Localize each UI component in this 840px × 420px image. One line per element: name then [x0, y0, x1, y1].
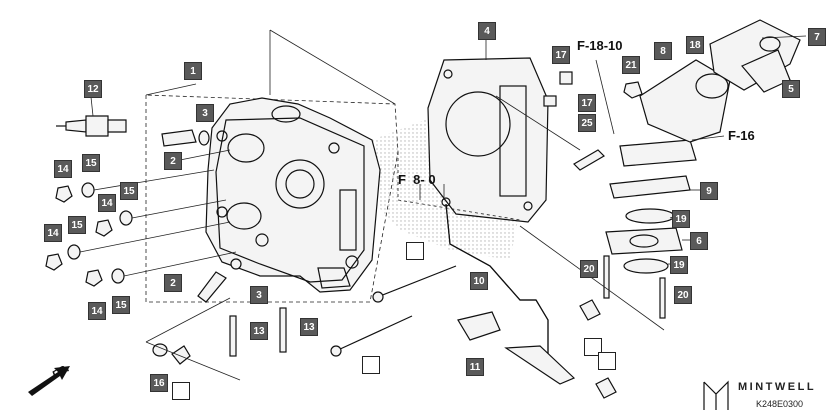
brand-logo [703, 380, 729, 410]
callout-6: 6 [690, 232, 708, 250]
callout-3: 3 [250, 286, 268, 304]
callout-21: 21 [622, 56, 640, 74]
callout-14: 14 [88, 302, 106, 320]
callout-15: 15 [120, 182, 138, 200]
empty-label-box [598, 352, 616, 370]
callout-18: 18 [686, 36, 704, 54]
empty-label-box [172, 382, 190, 400]
callout-17: 17 [552, 46, 570, 64]
callout-7: 7 [808, 28, 826, 46]
washer-16 [152, 343, 168, 357]
callout-2: 2 [164, 274, 182, 292]
bolt-lower-right [595, 377, 617, 399]
empty-label-box [584, 338, 602, 356]
cap-nuts [45, 185, 113, 287]
callout-10: 10 [470, 272, 488, 290]
callout-11: 11 [466, 358, 484, 376]
empty-label-box [406, 242, 424, 260]
empty-label-box [362, 356, 380, 374]
callout-8: 8 [654, 42, 672, 60]
callout-5: 5 [782, 80, 800, 98]
long-bolts [330, 265, 457, 357]
callout-4: 4 [478, 22, 496, 40]
dowel-pin-lower [197, 271, 227, 303]
collar-17-lower [543, 95, 557, 107]
brand-name: MINTWELL [738, 381, 817, 393]
nut-21 [623, 81, 643, 99]
group-frame [145, 94, 399, 303]
callout-20: 20 [674, 286, 692, 304]
callout-2: 2 [164, 152, 182, 170]
stud-13-right [279, 307, 287, 353]
callout-19: 19 [670, 256, 688, 274]
callout-15: 15 [68, 216, 86, 234]
head-gasket [427, 57, 549, 223]
bolt-mid-right [579, 299, 601, 321]
washer-3-upper [198, 130, 210, 146]
ref-f18: F-18-10 [577, 38, 623, 53]
collar-17-upper [559, 71, 573, 85]
ref-f16: F-16 [728, 128, 755, 143]
callout-15: 15 [112, 296, 130, 314]
bracket [457, 311, 501, 341]
intake-assembly [605, 19, 801, 274]
stud-13-left [229, 315, 237, 357]
small-bolt [171, 345, 191, 365]
callout-17: 17 [578, 94, 596, 112]
callout-1: 1 [184, 62, 202, 80]
cylinder-head [205, 97, 381, 293]
callout-14: 14 [54, 160, 72, 178]
ref-f8: F 8- 0 [398, 172, 436, 187]
dowel-pin-upper [161, 129, 197, 147]
diagram-code: K248E0300 [756, 399, 804, 409]
callout-12: 12 [84, 80, 102, 98]
callout-19: 19 [672, 210, 690, 228]
callout-14: 14 [98, 194, 116, 212]
callout-3: 3 [196, 104, 214, 122]
callout-20: 20 [580, 260, 598, 278]
spark-plug [56, 115, 127, 137]
callout-13: 13 [250, 322, 268, 340]
studs-20 [603, 255, 666, 319]
bolt-25 [573, 149, 605, 171]
callout-16: 16 [150, 374, 168, 392]
washer-3-lower [230, 258, 242, 270]
callout-13: 13 [300, 318, 318, 336]
callout-9: 9 [700, 182, 718, 200]
callout-25: 25 [578, 114, 596, 132]
front-arrow [28, 366, 70, 396]
callout-15: 15 [82, 154, 100, 172]
callout-14: 14 [44, 224, 62, 242]
